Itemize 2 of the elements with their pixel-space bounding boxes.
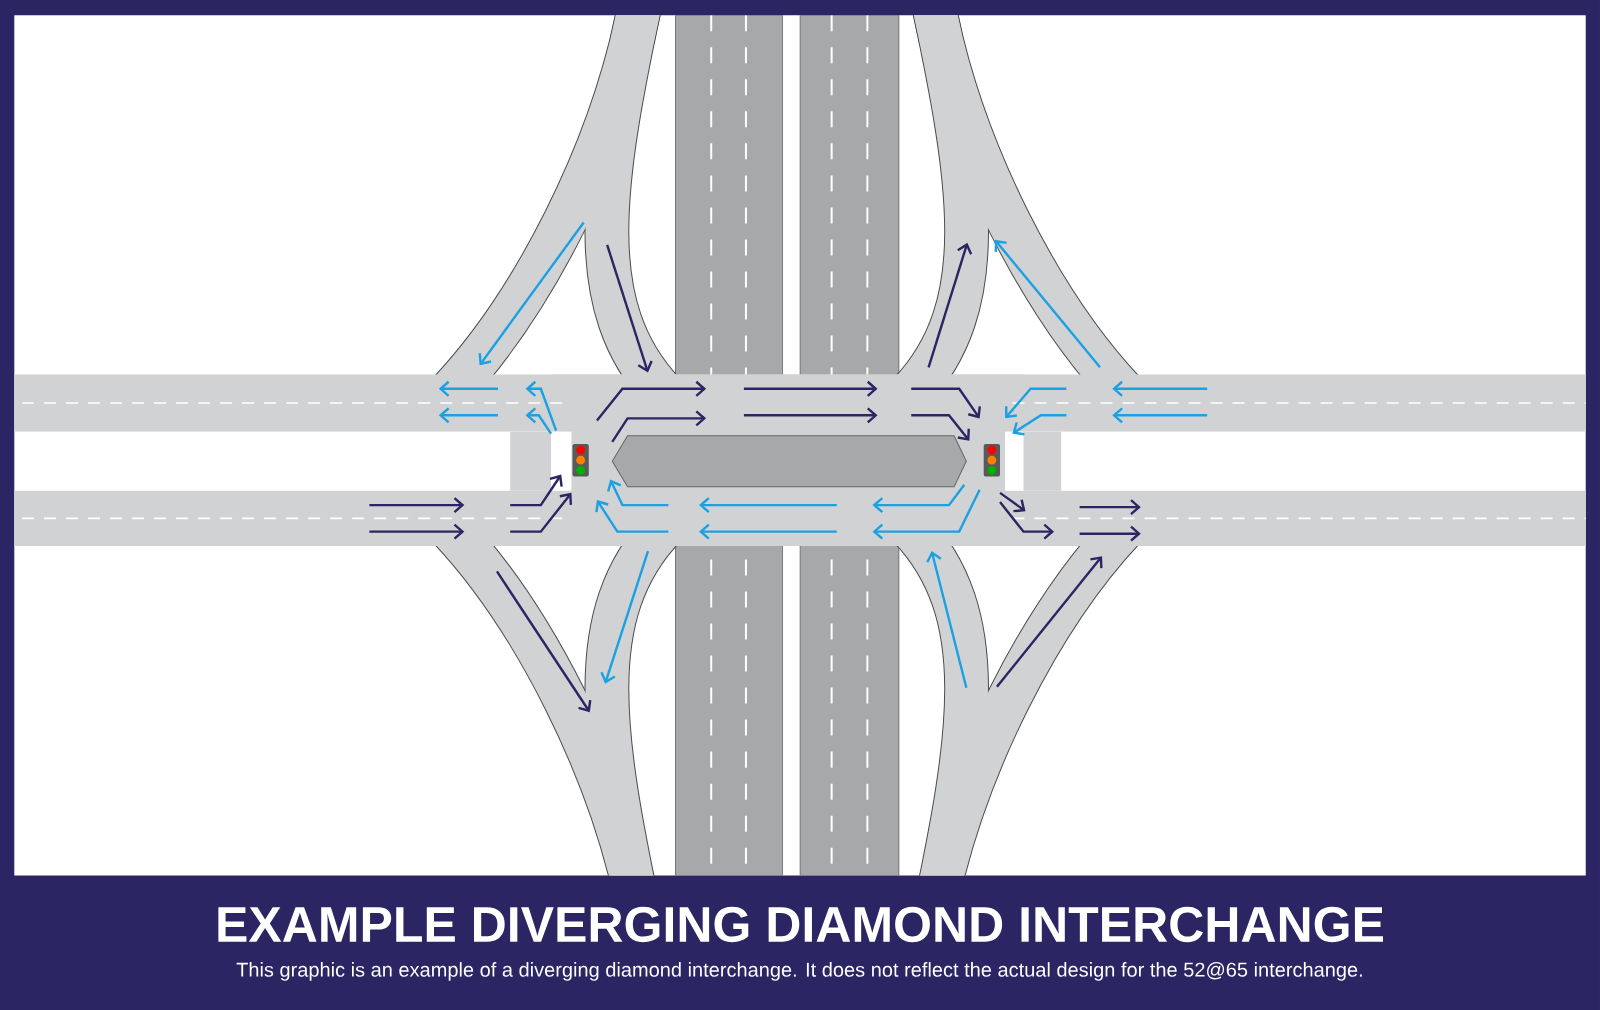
caption: This graphic is an example of a diverging diamond interchange. It does not reflect the actual design for the 52@65 interchange. bbox=[236, 962, 1362, 981]
title: EXAMPLE DIVERGING DIAMOND INTERCHANGE bbox=[218, 906, 1383, 943]
